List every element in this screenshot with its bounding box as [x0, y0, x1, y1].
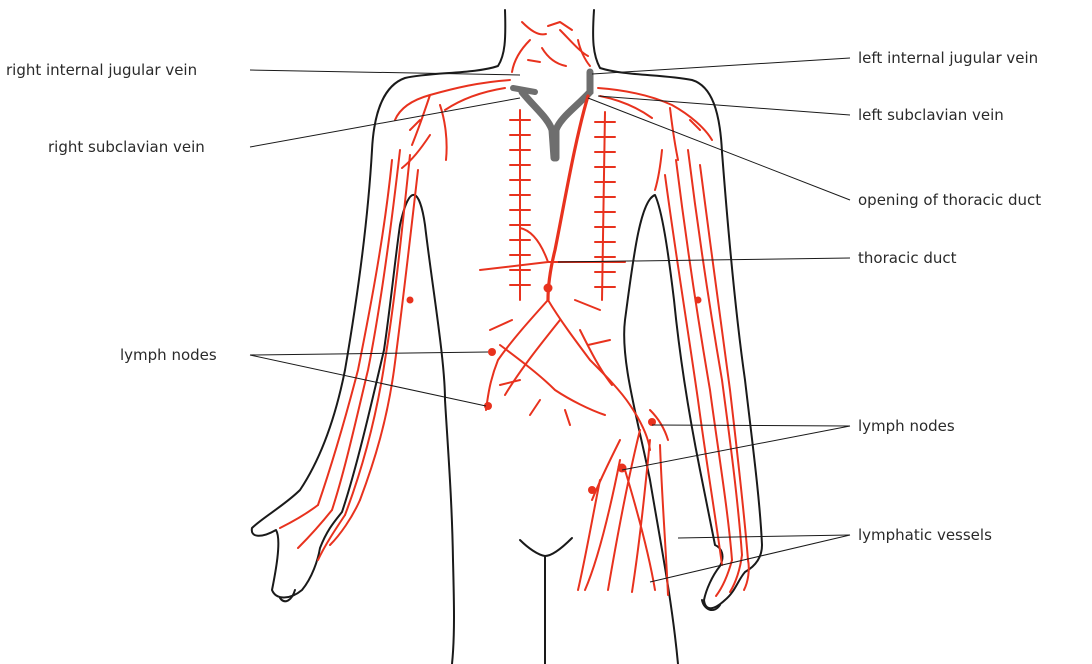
body-outline [252, 10, 762, 664]
label-right-internal-jugular-vein: right internal jugular vein [6, 61, 197, 79]
label-left-subclavian-vein: left subclavian vein [858, 106, 1004, 124]
lymphatic-network [280, 22, 749, 596]
label-lymphatic-vessels: lymphatic vessels [858, 526, 992, 544]
label-left-internal-jugular-vein: left internal jugular vein [858, 49, 1038, 67]
lymph-node [618, 464, 627, 473]
lymph-node [407, 297, 414, 304]
veins [513, 72, 590, 158]
lymph-node [544, 284, 553, 293]
label-right-subclavian-vein: right subclavian vein [48, 138, 205, 156]
lymph-node [695, 297, 702, 304]
lymph-node [488, 348, 496, 356]
label-thoracic-duct: thoracic duct [858, 249, 957, 267]
label-lymph-nodes-left: lymph nodes [120, 346, 217, 364]
label-lymph-nodes-right: lymph nodes [858, 417, 955, 435]
label-opening-of-thoracic-duct: opening of thoracic duct [858, 191, 1041, 209]
lymph-node [588, 486, 596, 494]
